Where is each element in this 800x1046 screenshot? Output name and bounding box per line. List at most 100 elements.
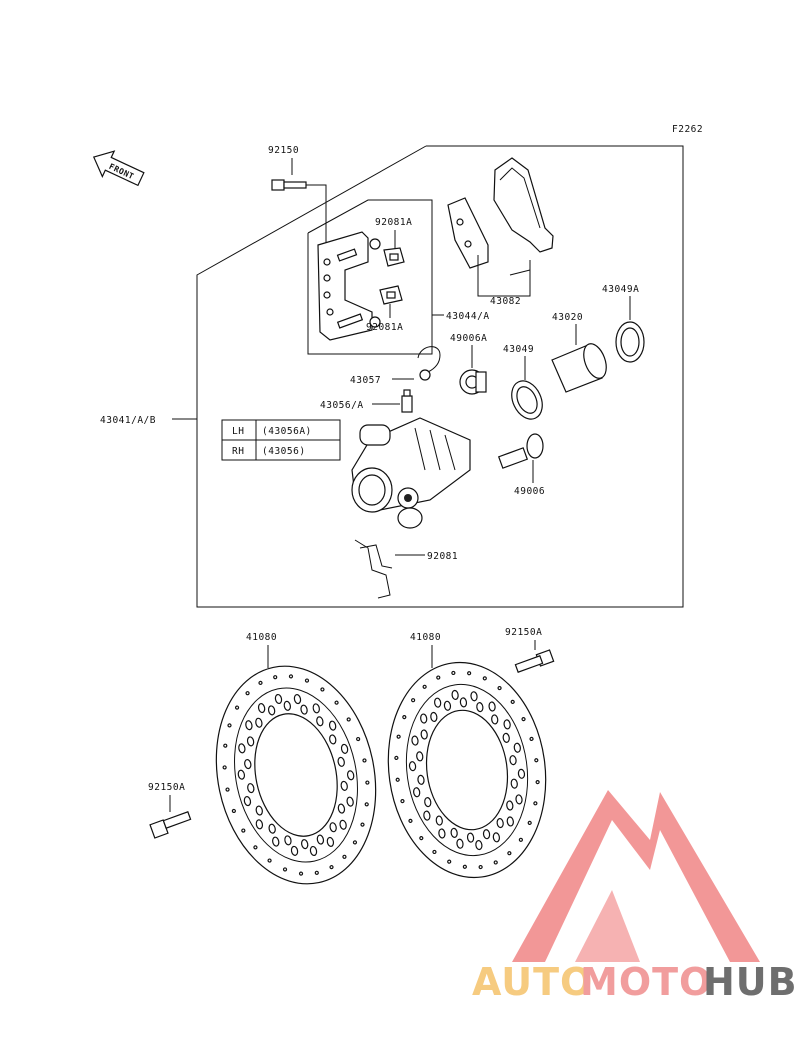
disc-hole [273, 675, 278, 680]
disc-hole [413, 787, 421, 798]
disc-hole [245, 720, 253, 731]
disc-hole [364, 802, 369, 807]
disc-hole [334, 700, 339, 705]
disc-hole [314, 870, 319, 875]
disc-hole [255, 717, 263, 728]
disc-hole [337, 756, 345, 767]
bolt-92150 [271, 179, 307, 191]
bolt-92150A-left [149, 811, 192, 839]
disc-hole [422, 684, 427, 689]
disc-hole [416, 751, 424, 762]
disc-hole [533, 801, 538, 806]
label-49006: 49006 [514, 486, 545, 497]
disc-hole [396, 734, 401, 739]
disc-hole [488, 701, 496, 712]
disc-hole [339, 819, 347, 830]
watermark-auto: AUTO [472, 960, 593, 1004]
brake-disc-left [215, 665, 377, 885]
disc-hole [337, 803, 346, 814]
disc-hole [435, 815, 443, 826]
disc-hole [482, 829, 491, 840]
label-43020: 43020 [552, 312, 583, 323]
disc-hole [227, 723, 232, 728]
label-43041: 43041/A/B [100, 415, 156, 426]
disc-hole [470, 691, 478, 702]
disc-hole [443, 700, 452, 711]
disc-hole [329, 865, 334, 870]
disc-hole [298, 871, 304, 876]
disc-hole [255, 819, 264, 830]
disc-hole [509, 755, 517, 766]
seal-43049A [615, 321, 645, 363]
disc-hole [365, 780, 370, 785]
disc-hole [301, 839, 309, 850]
disc-hole [497, 685, 502, 691]
brake-pad-rear [493, 157, 554, 253]
disc-hole [459, 697, 468, 708]
disc-hole [362, 758, 367, 763]
disc-hole [411, 735, 419, 746]
disc-hole [506, 816, 514, 827]
disc-hole [346, 796, 354, 807]
table-part-lh: (43056A) [262, 426, 312, 437]
disc-hole [476, 702, 484, 713]
disc-hole [529, 736, 534, 742]
disc-hole [395, 777, 400, 782]
side-table: LH (43056A) RH (43056) [221, 419, 341, 461]
pipe-43057 [417, 346, 441, 381]
label-43049: 43049 [503, 344, 534, 355]
disc-hole [245, 691, 250, 696]
disc-hole [423, 810, 431, 821]
disc-hole [241, 828, 246, 833]
disc-hole [282, 867, 288, 872]
boot-49006A [459, 369, 487, 395]
disc-hole [290, 845, 299, 856]
disc-hole [513, 742, 521, 753]
disc-hole [329, 734, 337, 745]
disc-hole [507, 851, 512, 856]
bolt-92150A-right [514, 649, 555, 673]
disc-hole [400, 798, 405, 804]
disc-hole [329, 822, 337, 833]
disc-hole [342, 854, 347, 859]
disc-hole [518, 837, 523, 842]
label-92081: 92081 [427, 551, 458, 562]
disc-hole [253, 845, 258, 850]
front-arrow-icon: FRONT [92, 150, 145, 187]
disc-hole [268, 823, 276, 834]
disc-hole [243, 796, 252, 807]
label-41080-right: 41080 [410, 632, 441, 643]
disc-hole [493, 860, 498, 865]
disc-hole [222, 765, 227, 770]
disc-hole [527, 820, 532, 825]
disc-hole [238, 743, 246, 754]
caliper-bracket [317, 231, 381, 341]
disc-hole [234, 705, 240, 710]
disc-hole [284, 835, 292, 846]
disc-hole [411, 698, 416, 703]
disc-hole [491, 714, 499, 725]
disc-hole [451, 670, 456, 676]
disc-hole [433, 697, 442, 708]
label-41080-left: 41080 [246, 632, 277, 643]
disc-hole [478, 864, 483, 870]
disc-hole [535, 779, 540, 785]
disc-hole [420, 713, 428, 724]
clip-92081A-top [383, 247, 405, 267]
disc-hole [510, 699, 515, 704]
disc-hole [496, 817, 504, 829]
disc-hole [293, 694, 302, 705]
clip-92081A-bottom [379, 285, 403, 305]
label-43044A: 43044/A [446, 311, 490, 322]
seal-43049 [511, 380, 543, 420]
disc-hole [420, 729, 428, 740]
disc-hole [517, 768, 526, 779]
disc-hole [247, 783, 255, 794]
disc-hole [506, 800, 514, 811]
disc-hole [316, 834, 325, 845]
brake-pad-front [447, 197, 489, 269]
disc-hole [534, 758, 539, 763]
disc-hole [316, 716, 324, 727]
label-49006A: 49006A [450, 333, 487, 344]
